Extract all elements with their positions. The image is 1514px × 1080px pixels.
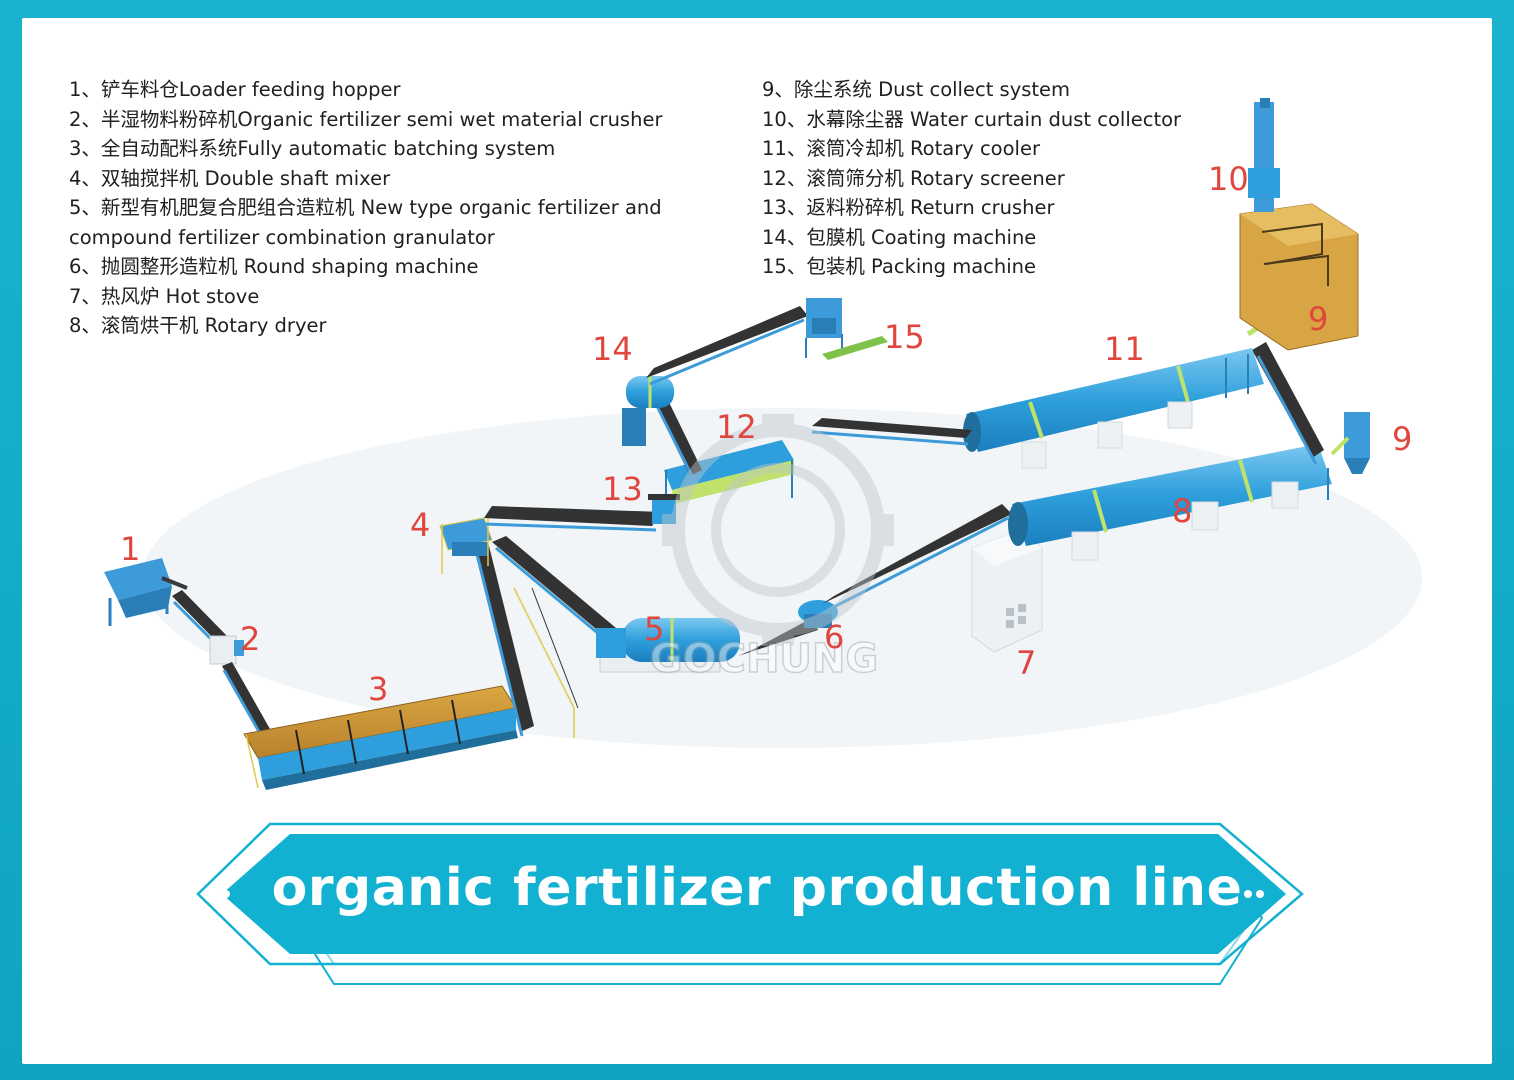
marker-9-lower: 9 — [1392, 420, 1412, 458]
legend-item: 9、除尘系统 Dust collect system — [762, 78, 1071, 101]
marker-15: 15 — [884, 318, 925, 356]
legend-item: 1、铲车料仓Loader feeding hopper — [69, 78, 401, 101]
conveyor-belt — [652, 392, 702, 481]
legend-item: 14、包膜机 Coating machine — [762, 225, 1037, 249]
conveyor-belt — [811, 418, 972, 446]
coating-machine — [622, 376, 674, 446]
marker-14: 14 — [592, 330, 633, 368]
conveyor-belt — [646, 306, 808, 386]
marker-3: 3 — [368, 670, 388, 708]
marker-12: 12 — [716, 408, 757, 446]
legend-item: 7、热风炉 Hot stove — [69, 284, 260, 308]
packing-machine — [805, 298, 888, 360]
banner-title: organic fertilizer production line — [271, 858, 1243, 918]
conveyor-belt — [822, 504, 1012, 612]
watermark-logo: GOCHUNG — [649, 414, 894, 683]
marker-1: 1 — [120, 530, 140, 568]
marker-2: 2 — [240, 620, 260, 658]
legend-item: 15、包装机 Packing machine — [762, 255, 1037, 278]
marker-8: 8 — [1172, 492, 1192, 530]
marker-10: 10 — [1208, 160, 1249, 198]
conveyor-belt — [483, 506, 662, 532]
hot-stove — [971, 529, 1043, 653]
water-curtain-dust-collector — [1239, 98, 1359, 351]
legend-item: 12、滚筒筛分机 Rotary screener — [762, 166, 1065, 190]
conveyor-belt — [492, 536, 616, 642]
watermark-text: GOCHUNG — [650, 636, 878, 682]
rotary-dryer — [1008, 444, 1332, 561]
marker-9-upper: 9 — [1308, 300, 1328, 338]
legend-item: 10、水幕除尘器 Water curtain dust collector — [762, 107, 1182, 131]
legend-left: 1、铲车料仓Loader feeding hopper 2、半湿物料粉碎机Org… — [69, 75, 709, 341]
combination-granulator — [596, 618, 740, 673]
legend-item: 2、半湿物料粉碎机Organic fertilizer semi wet mat… — [69, 107, 663, 131]
dust-collect-system-lower — [1327, 412, 1370, 500]
legend-right: 9、除尘系统 Dust collect system 10、水幕除尘器 Wate… — [762, 75, 1402, 282]
round-shaping-machine — [798, 600, 838, 628]
diagram-panel: 1、铲车料仓Loader feeding hopper 2、半湿物料粉碎机Org… — [22, 18, 1492, 1064]
loader-feeding-hopper — [104, 558, 188, 626]
production-line-illustration: GOCHUNG 1 2 3 4 5 6 7 8 9 9 10 11 12 13 … — [104, 98, 1422, 790]
marker-11: 11 — [1104, 330, 1145, 368]
marker-5: 5 — [644, 610, 664, 648]
legend-item: 3、全自动配料系统Fully automatic batching system — [69, 137, 556, 160]
double-shaft-mixer — [439, 517, 493, 574]
legend-item: 13、返料粉碎机 Return crusher — [762, 196, 1055, 219]
marker-7: 7 — [1016, 644, 1036, 682]
automatic-batching-system — [243, 685, 518, 790]
conveyor-belt — [1252, 342, 1324, 465]
legend-item: 5、新型有机肥复合肥组合造粒机 New type organic fertili… — [69, 196, 662, 249]
return-crusher — [648, 494, 680, 524]
marker-6: 6 — [824, 618, 844, 656]
marker-4: 4 — [410, 506, 430, 544]
legend-item: 11、滚筒冷却机 Rotary cooler — [762, 137, 1040, 160]
rotary-cooler — [963, 348, 1264, 469]
conveyor-belt — [738, 618, 818, 656]
legend-item: 8、滚筒烘干机 Rotary dryer — [69, 314, 327, 337]
legend-item: 6、抛圆整形造粒机 Round shaping machine — [69, 255, 479, 278]
legend-item: 4、双轴搅拌机 Double shaft mixer — [69, 166, 391, 190]
rotary-screener — [664, 440, 794, 510]
semi-wet-material-crusher — [209, 635, 244, 665]
marker-13: 13 — [602, 470, 643, 508]
conveyor-belt — [474, 542, 579, 738]
